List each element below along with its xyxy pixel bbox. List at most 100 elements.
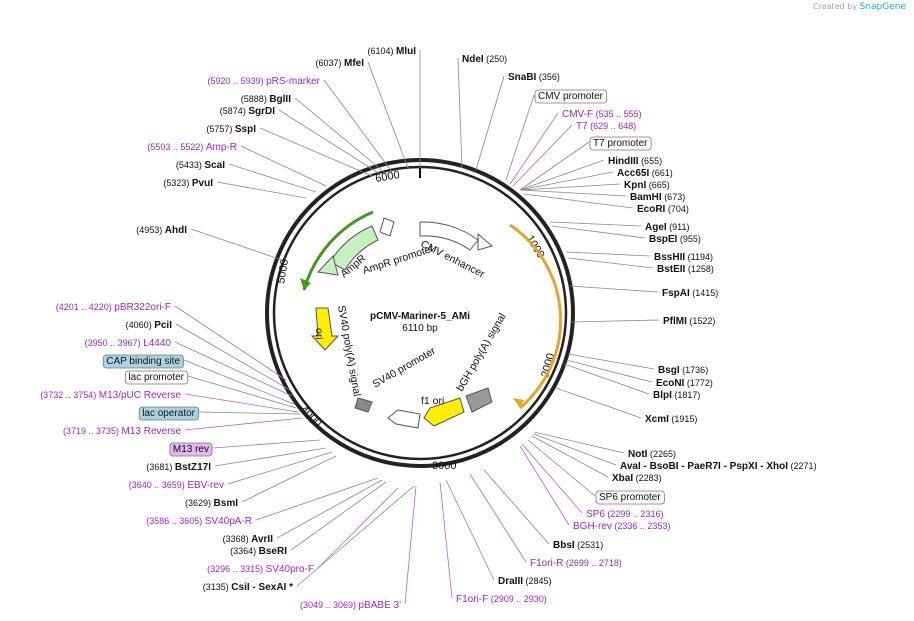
leader-line — [255, 477, 379, 521]
label-bsmi: (3629) BsmI — [185, 498, 238, 509]
label-lac-operator: lac operator — [138, 406, 200, 421]
label-bsteii: BstEII (1258) — [657, 264, 714, 275]
feature-ampr-promoter: AmpR promoter — [361, 242, 436, 276]
label-pcii: (4060) PciI — [126, 320, 173, 331]
leader-line — [521, 443, 583, 514]
label-fspai: FspAI (1415) — [662, 288, 718, 299]
leader-line — [519, 445, 570, 526]
label-text: AgeI (911) — [645, 222, 690, 233]
label-text: M13 rev — [173, 444, 209, 455]
leader-line — [290, 481, 387, 551]
label-ahdi: (4953) AhdI — [136, 225, 187, 236]
label-text: BbsI (2531) — [553, 540, 603, 551]
label-text: T7 (629 .. 648) — [576, 121, 636, 132]
label-sv40pro-f: (3296 .. 3315) SV40pro-F — [207, 564, 314, 575]
label-text: (4953) AhdI — [136, 225, 187, 236]
bgh-polya-box — [465, 387, 493, 413]
feature-ori: ori — [313, 328, 325, 340]
label-mfei: (6037) MfeI — [315, 58, 364, 69]
feature-f1-ori: f1 ori — [421, 395, 444, 407]
label-bseri: (3364) BseRI — [230, 546, 287, 557]
leader-line — [294, 97, 385, 173]
label-f1ori-f: F1ori-F (2909 .. 2930) — [456, 594, 547, 605]
leader-line — [296, 485, 415, 587]
label-sp6-promoter: SP6 promoter — [595, 490, 665, 505]
label-econi: EcoNI (1772) — [656, 378, 713, 389]
label-cmv-f: CMV-F (535 .. 555) — [562, 109, 642, 120]
label-agei: AgeI (911) — [645, 222, 690, 233]
label-text: DraIII (2845) — [498, 576, 552, 587]
snapgene-logo-text: SnapGene — [859, 2, 906, 12]
label-amp-r: (5503 .. 5522) Amp-R — [147, 142, 237, 153]
label-text: Acc65I (661) — [617, 168, 673, 179]
label-text: FspAI (1415) — [662, 288, 718, 299]
tick-5000: 5000 — [275, 258, 291, 284]
orange-orf-arc — [509, 223, 563, 410]
leader-line — [531, 435, 609, 478]
leader-line — [241, 455, 337, 503]
leader-line — [527, 439, 596, 497]
leader-line — [571, 319, 660, 323]
label-text: (5757) SspI — [206, 124, 256, 135]
feature-box — [595, 490, 665, 505]
feature-arrows — [310, 217, 494, 429]
cmv-enhancer-arrow — [419, 221, 479, 251]
tick-3000: 3000 — [432, 460, 456, 472]
f1ori-arrow — [423, 397, 465, 427]
leader-line — [240, 145, 327, 187]
leader-line — [175, 323, 291, 391]
label-text: BspEI (955) — [649, 234, 701, 245]
label-text: (5888) BglII — [241, 94, 291, 105]
leader-line — [469, 473, 527, 563]
label-bsgi: BsgI (1736) — [658, 365, 708, 376]
leader-line — [512, 124, 573, 187]
plasmid-name: pCMV-Mariner-5_AMi — [370, 311, 470, 322]
label-text: XbaI (2283) — [612, 473, 662, 484]
label-bamhi: BamHI (673) — [630, 192, 685, 203]
leader-line — [439, 481, 453, 599]
label-text: F1ori-R (2699 .. 2718) — [530, 558, 622, 569]
label-csii: (3135) CsiI - SexAI * — [203, 582, 293, 593]
label-text: F1ori-F (2909 .. 2930) — [456, 594, 547, 605]
label-avai: AvaI - BsoBI - PaeR7I - PspXI - XhoI (22… — [620, 461, 817, 472]
label-text: lac operator — [142, 408, 195, 419]
leader-line — [404, 485, 417, 605]
label-cap-binding-site: CAP binding site — [102, 354, 184, 369]
label-sv40pa-r: (3586 .. 3605) SV40pA-R — [146, 516, 252, 527]
leader-line — [187, 375, 297, 409]
label-pbr322ori-f: (4201 .. 4220) pBR322ori-F — [56, 302, 171, 313]
label-pbabe-3-: (3049 .. 3069) pBABE 3' — [300, 600, 401, 611]
label-m13-puc-reverse: (3732 .. 3754) M13/pUC Reverse — [40, 390, 181, 401]
leader-line — [519, 171, 614, 191]
feature-sv40-promoter: SV40 promoter — [371, 345, 439, 391]
label-m13-reverse: (3719 .. 3735) M13 Reverse — [63, 426, 181, 437]
label-text: BGH-rev (2336 .. 2353) — [573, 521, 670, 532]
label-text: NotI (2265) — [628, 449, 676, 460]
label-text: EcoNI (1772) — [656, 378, 713, 389]
green-orf-arc — [302, 210, 374, 291]
label-hindiii: HindIII (655) — [608, 156, 662, 167]
snapgene-brand: Created by SnapGene — [813, 2, 906, 12]
leader-line — [259, 127, 373, 177]
label-text: (4201 .. 4220) pBR322ori-F — [56, 302, 171, 313]
label-text: (5920 .. 5939) pRS-marker — [208, 76, 321, 87]
feature-box — [534, 89, 608, 104]
label-t7-promoter: T7 promoter — [589, 136, 652, 151]
label-sp6: SP6 (2299 .. 2316) — [586, 509, 663, 520]
leader-line — [567, 353, 655, 370]
label-m13-rev: M13 rev — [169, 442, 213, 457]
label-acc65i: Acc65I (661) — [617, 168, 673, 179]
label-bstz17i: (3681) BstZ17I — [146, 462, 211, 473]
leader-line — [519, 159, 605, 191]
label-text: (3640 .. 3659) EBV-rev — [129, 480, 224, 491]
plasmid-size: 6110 bp — [402, 323, 438, 334]
leader-line — [228, 163, 317, 193]
label-text: XcmI (1915) — [645, 414, 697, 425]
leader-line — [549, 221, 642, 227]
leader-line — [216, 181, 307, 199]
label-xbai: XbaI (2283) — [612, 473, 662, 484]
leader-line — [555, 387, 642, 419]
leader-line — [184, 393, 299, 413]
leader-line — [533, 431, 625, 454]
label-text: (3732 .. 3754) M13/pUC Reverse — [40, 390, 181, 401]
